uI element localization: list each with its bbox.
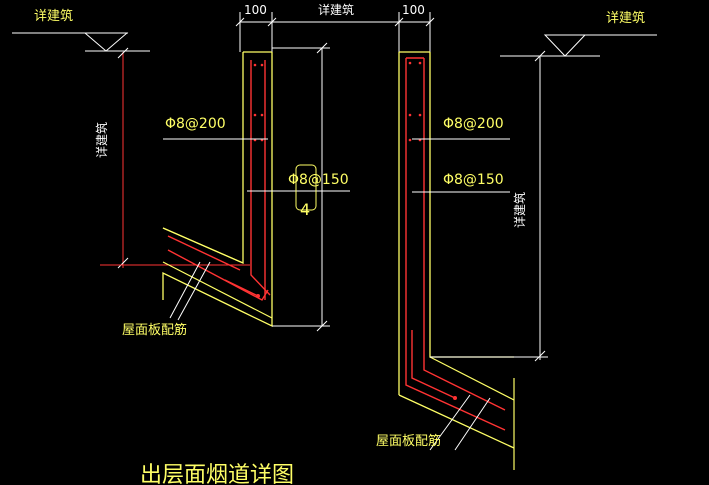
left-height-label: 详建筑 [94, 122, 109, 158]
dim-right-width: 100 [402, 3, 425, 17]
right-detail: 详建筑 Φ8@200 Φ8@150 屋面板配筋 [376, 50, 548, 470]
left-elevation-group: 详建筑 [12, 8, 150, 52]
right-elevation-group: 详建筑 [500, 10, 657, 57]
arch-label-left: 详建筑 [34, 8, 73, 24]
right-slab-note: 屋面板配筋 [376, 433, 441, 449]
vertical-dim-box [295, 164, 317, 211]
dim-center: 详建筑 [318, 2, 354, 17]
drawing-title: 出层面烟道详图 [140, 463, 294, 485]
elevation-triangle-icon [543, 34, 587, 57]
left-slab-note: 屋面板配筋 [122, 322, 187, 338]
dimension-tick-icon [394, 17, 404, 27]
dimension-tick-icon [267, 17, 277, 27]
right-height-label: 详建筑 [512, 192, 527, 228]
dimension-tick-icon [235, 17, 245, 27]
left-detail: 详建筑 Φ8@200 Φ8@150 4 [94, 42, 350, 338]
elevation-triangle-icon [83, 32, 129, 52]
dimension-tick-icon [425, 17, 435, 27]
top-dimensions [235, 12, 435, 52]
left-rebar-top: Φ8@200 [165, 116, 226, 132]
right-rebar-top: Φ8@200 [443, 116, 504, 132]
left-rebar-mid: Φ8@150 [288, 172, 349, 188]
right-rebar-mid: Φ8@150 [443, 172, 504, 188]
arch-label-right: 详建筑 [606, 10, 645, 26]
dim-left-width: 100 [244, 3, 267, 17]
